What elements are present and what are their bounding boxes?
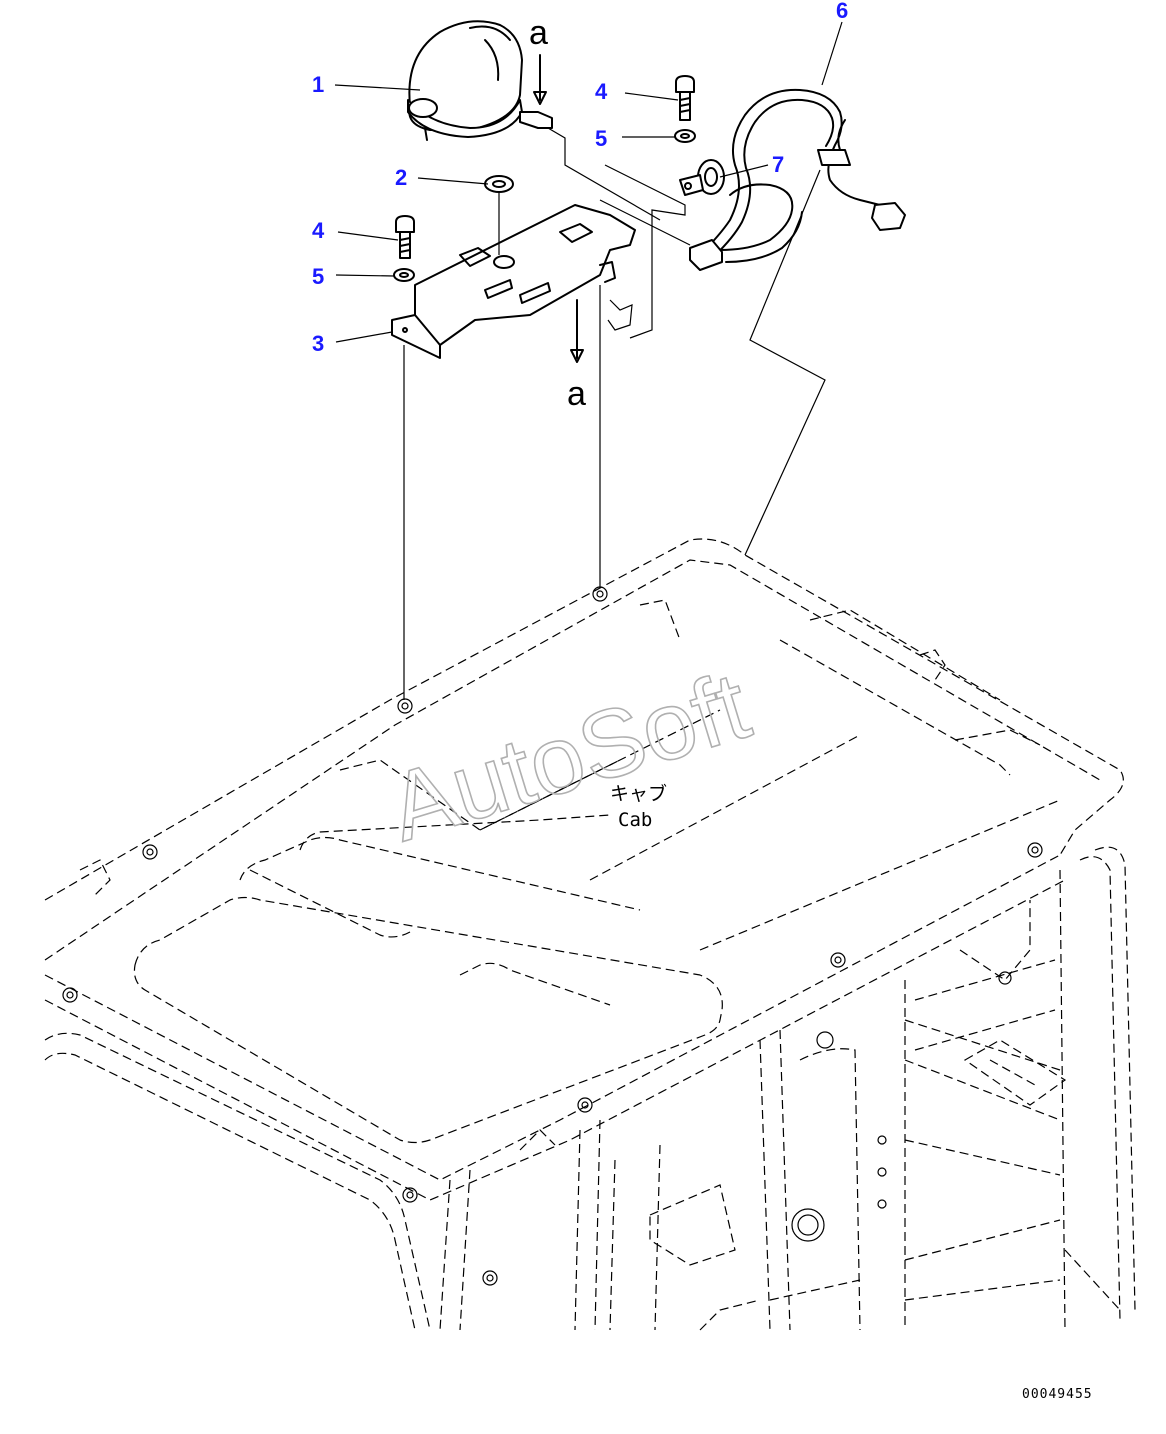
bolt-part-left — [395, 215, 415, 259]
callout-6: 6 — [836, 0, 848, 23]
callout-4-harness-bolt: 4 — [595, 79, 608, 104]
callout-3: 3 — [312, 331, 324, 356]
reference-mark-a-top: a — [529, 14, 548, 52]
bracket-part — [391, 204, 636, 359]
cab-label-english: Cab — [618, 809, 652, 831]
watermark: AutoSoft — [377, 652, 760, 862]
diagram-id: 00049455 — [1022, 1387, 1093, 1402]
cab-body — [44, 538, 1136, 1331]
reference-mark-a-bottom: a — [567, 375, 586, 413]
leader-lines — [334, 21, 843, 343]
harness-part — [689, 88, 906, 271]
callout-5-harness-washer: 5 — [595, 126, 607, 151]
grommet-part — [484, 175, 514, 193]
washer-part-right — [674, 129, 696, 143]
callout-2: 2 — [395, 165, 407, 190]
washer-part-left — [393, 268, 415, 282]
callout-5-bracket-washer: 5 — [312, 264, 324, 289]
cab-label-japanese: キャブ — [610, 782, 667, 805]
callout-4-bracket-bolt: 4 — [312, 218, 325, 243]
callout-labels: 1 2 3 4 5 4 5 6 7 — [312, 0, 848, 356]
callout-7: 7 — [772, 152, 784, 177]
assembly-lines — [403, 54, 826, 700]
clamp-part — [679, 159, 725, 196]
bolt-part-right — [675, 75, 695, 121]
lamp-part — [407, 20, 553, 141]
callout-1: 1 — [312, 72, 324, 97]
